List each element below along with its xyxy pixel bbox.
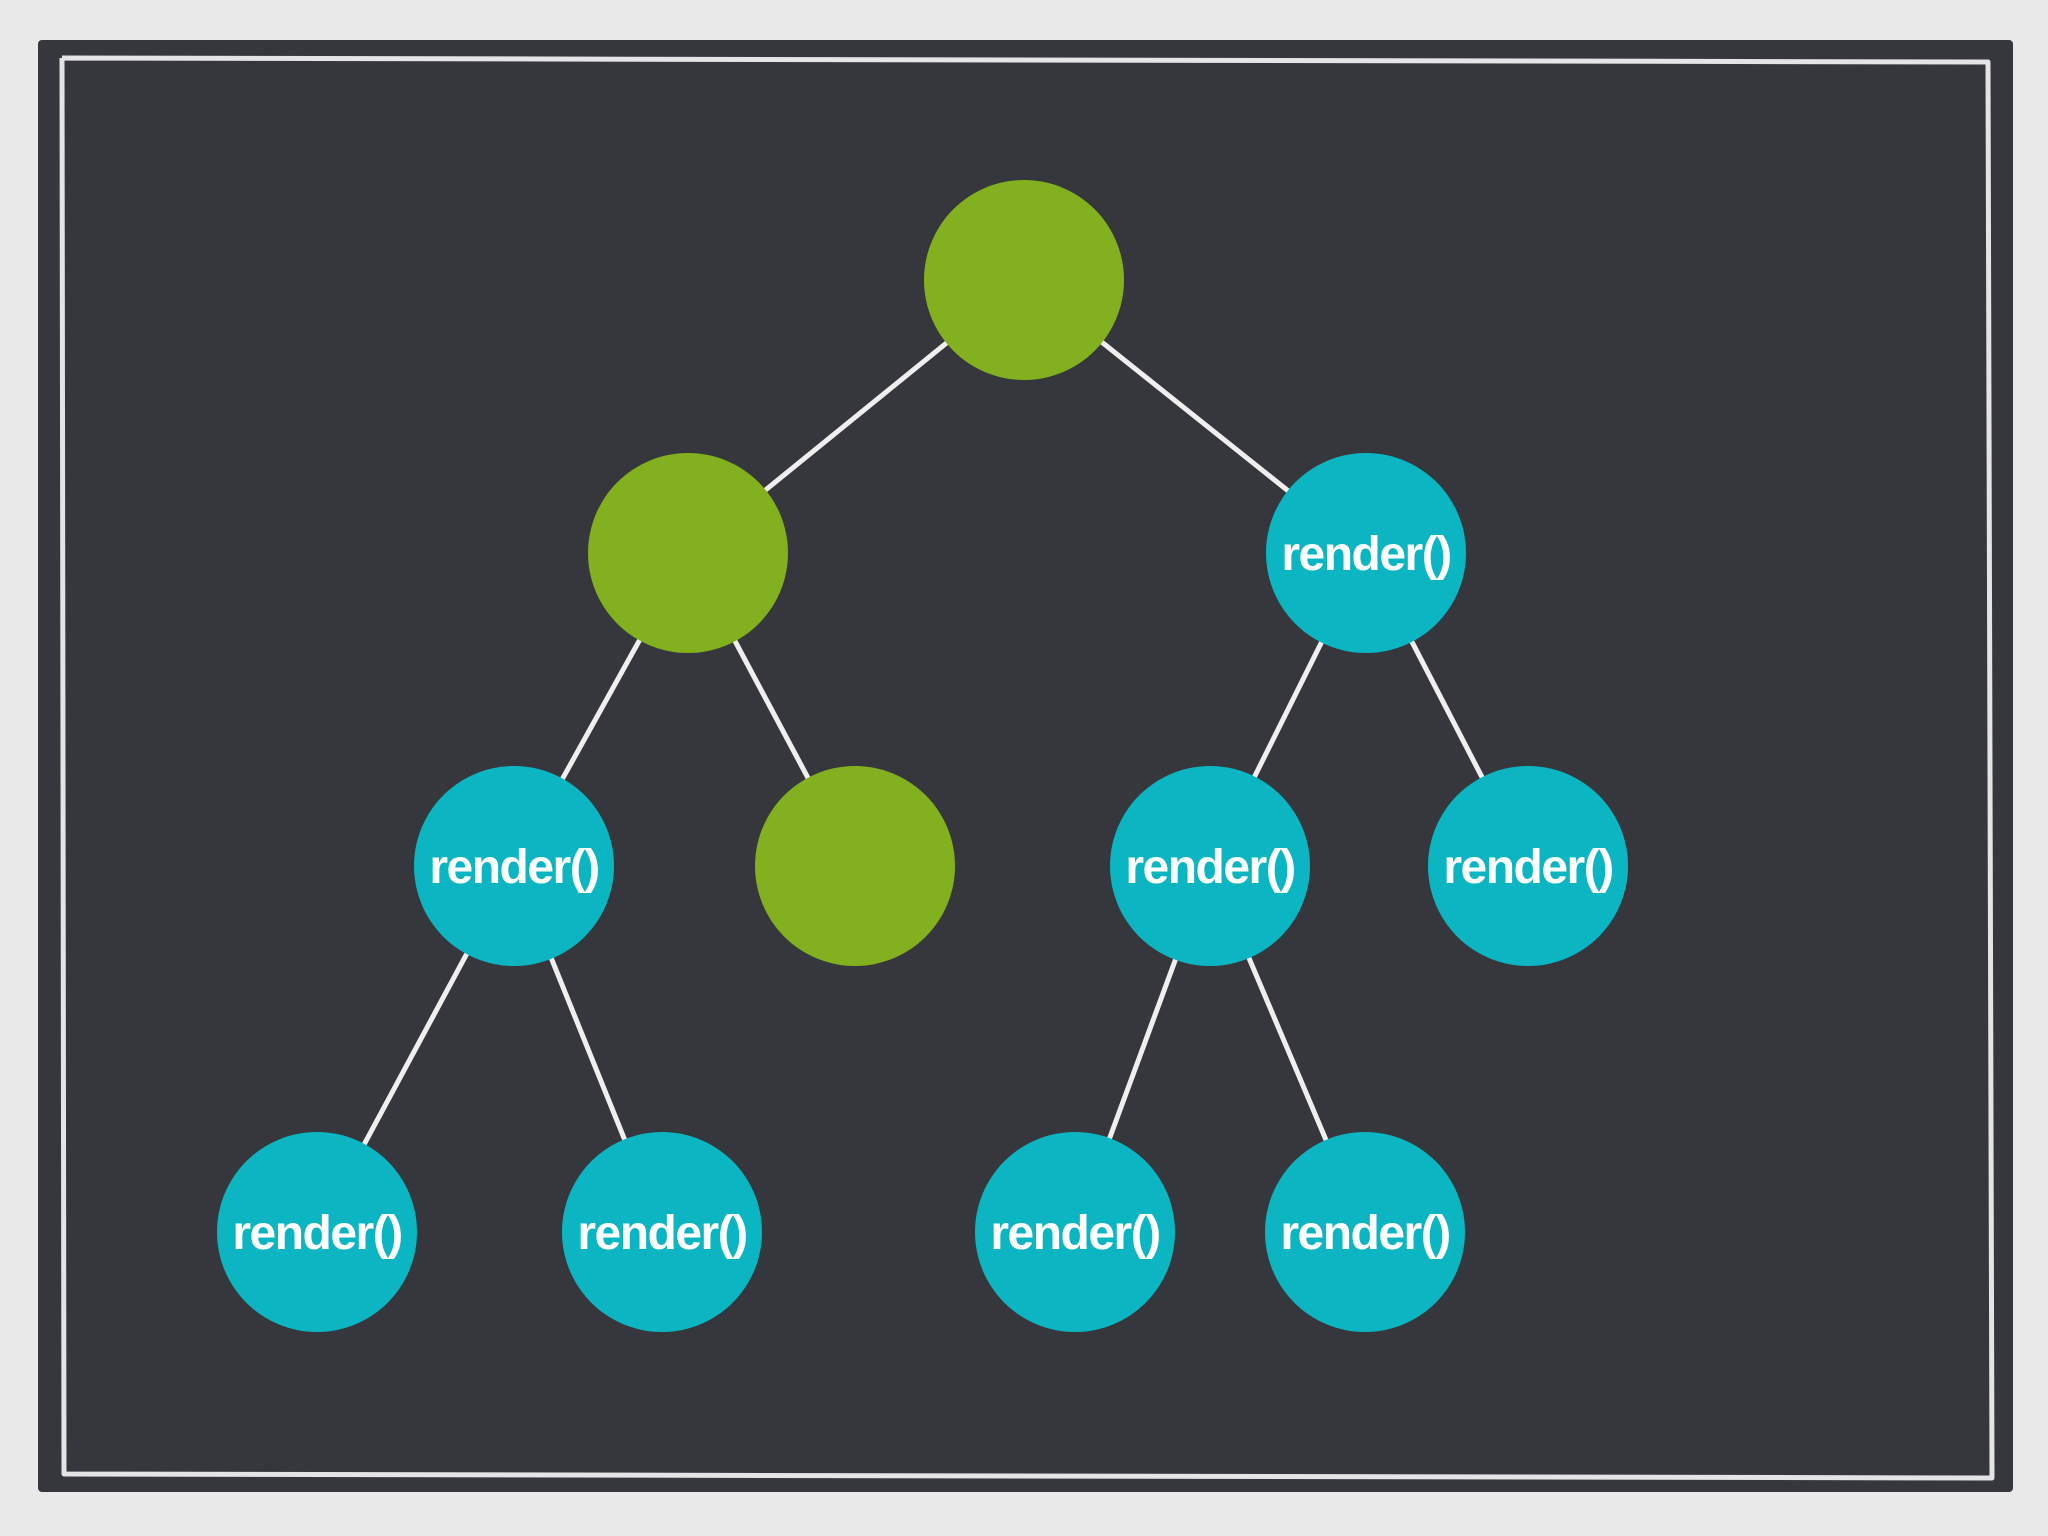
rendered-node-circle [562,1132,762,1332]
edge-root-to-l1-right [1099,339,1291,494]
edge-l1-right-to-l2-c [1252,639,1324,780]
edge-l1-left-to-l2-a [560,637,642,782]
tree-node-l3-b: render() [562,1132,762,1332]
chalk-frame [59,55,1995,1481]
skipped-node-circle [755,766,955,966]
edge-l2-a-to-l3-b [548,956,628,1142]
edge-l1-right-to-l2-d [1409,639,1485,780]
tree-node-l1-left [588,453,788,653]
edge-l2-a-to-l3-a [361,951,470,1147]
tree-node-l2-b [755,766,955,966]
node-label: render() [429,841,598,894]
edge-l1-left-to-l2-b [732,638,811,781]
tree-node-l1-right: render() [1266,453,1466,653]
rendered-node-circle [1265,1132,1465,1332]
tree-node-root [924,180,1124,380]
rendered-node-circle [1428,766,1628,966]
node-label: render() [990,1207,1159,1260]
rendered-node-circle [1266,453,1466,653]
rendered-node-circle [1110,766,1310,966]
node-label: render() [1443,841,1612,894]
tree-edges [361,339,1485,1147]
node-label: render() [1281,528,1450,581]
tree-node-l2-d: render() [1428,766,1628,966]
rendered-node-circle [975,1132,1175,1332]
tree-nodes: render() render() render() render() render()… [217,180,1628,1332]
edge-l2-c-to-l3-c [1107,957,1178,1141]
skipped-node-circle [588,453,788,653]
skipped-node-circle [924,180,1124,380]
node-label: render() [232,1207,401,1260]
tree-node-l2-c: render() [1110,766,1310,966]
rendered-node-circle [414,766,614,966]
edge-l2-c-to-l3-d [1246,955,1329,1143]
node-label: render() [577,1207,746,1260]
tree-node-l3-d: render() [1265,1132,1465,1332]
tree-node-l3-c: render() [975,1132,1175,1332]
rendered-node-circle [217,1132,417,1332]
node-label: render() [1280,1207,1449,1260]
edge-root-to-l1-left [763,340,949,493]
tree-node-l2-a: render() [414,766,614,966]
node-label: render() [1125,841,1294,894]
chalkboard [38,40,2013,1492]
tree-node-l3-a: render() [217,1132,417,1332]
